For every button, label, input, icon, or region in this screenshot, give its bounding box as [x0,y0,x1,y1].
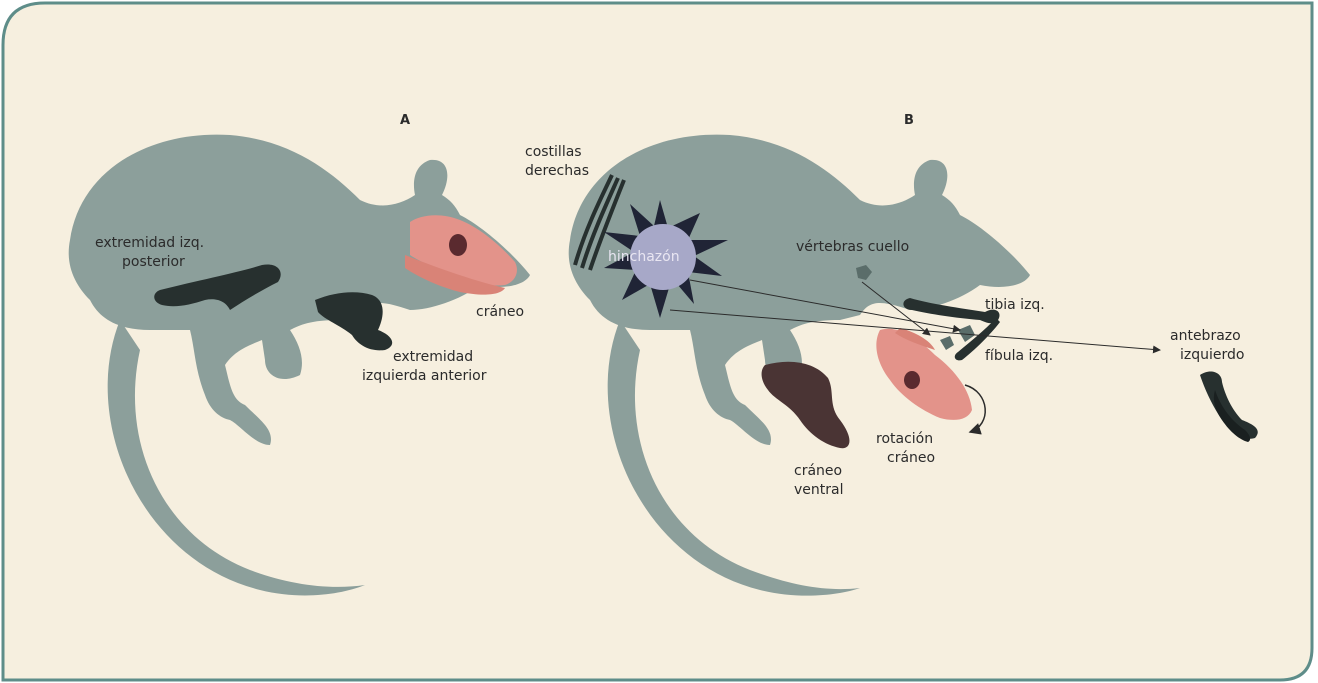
label-right-ribs-line1: costillas [525,144,582,160]
label-neck-vertebrae: vértebras cuello [796,239,909,255]
panel-b-letter: B [904,113,914,128]
label-skull-rotation-line1: rotación [876,431,933,447]
panel-a-letter: A [400,113,410,128]
label-ventral-skull-line2: ventral [794,482,844,498]
label-left-hindlimb-line1: extremidad izq. [95,235,204,251]
label-left-forelimb-line1: extremidad [393,349,473,365]
label-swelling: hinchazón [608,249,680,265]
label-left-forelimb-line2: izquierda anterior [362,368,487,384]
label-left-forearm-line1: antebrazo [1170,328,1241,344]
label-skull-rotation-line2: cráneo [887,450,935,466]
label-left-hindlimb-line2: posterior [122,254,185,270]
label-left-fibula: fíbula izq. [985,348,1053,364]
label-left-forearm-line2: izquierdo [1180,347,1244,363]
panel-a-skull-orbit [449,234,467,256]
label-ventral-skull-line1: cráneo [794,463,842,479]
label-skull: cráneo [476,304,524,320]
label-right-ribs-line2: derechas [525,163,589,179]
label-left-tibia: tibia izq. [985,297,1045,313]
panel-b-rotated-skull-orbit [904,371,920,389]
